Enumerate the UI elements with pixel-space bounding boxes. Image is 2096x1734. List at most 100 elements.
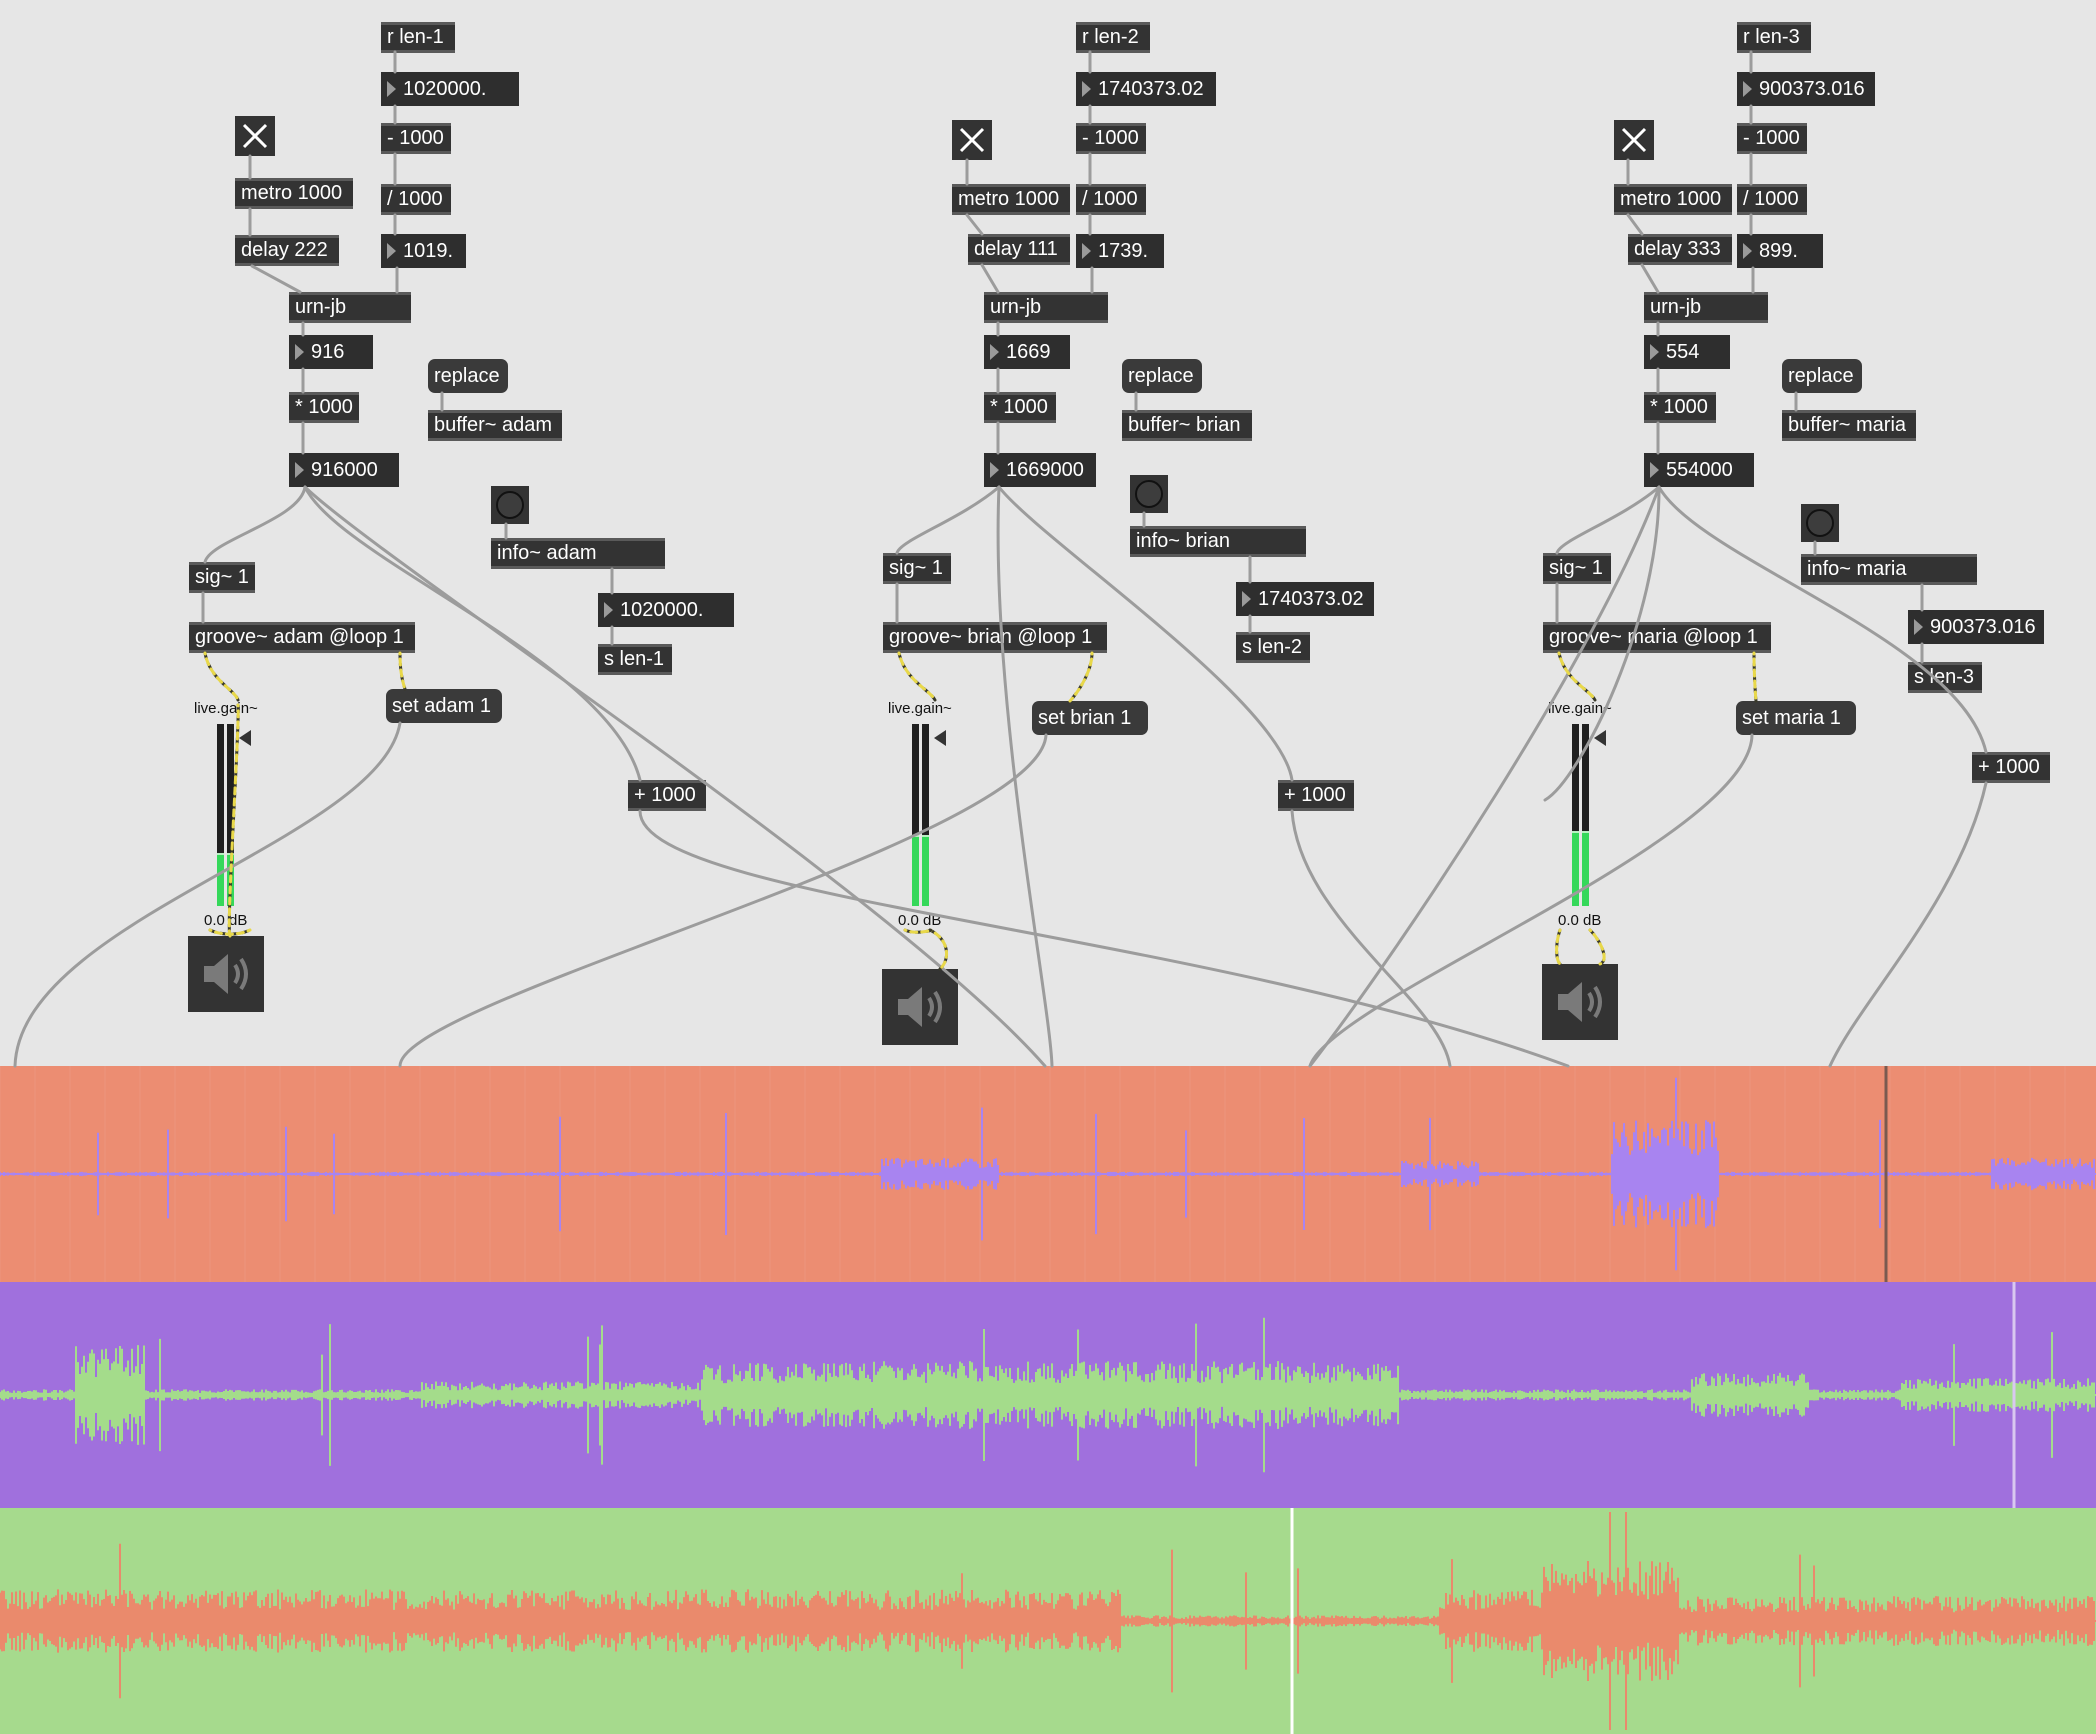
set-message-3[interactable]: set maria 1 [1736,701,1856,735]
replace-message-3[interactable]: replace [1782,359,1862,393]
position-number-2[interactable]: 1669000 [984,453,1096,487]
gain-slider-arrow-icon[interactable] [934,730,946,746]
info-number-1[interactable]: 1020000. [598,593,734,627]
close-x-icon [242,123,268,149]
meter-fill-right [227,855,234,906]
gain-db-label-1: 0.0 dB [204,912,248,929]
multiply-object-1[interactable]: * 1000 [289,392,359,423]
send-len-3[interactable]: s len-3 [1908,662,1982,693]
metro-object-2[interactable]: metro 1000 [952,184,1070,215]
speaker-button-2[interactable] [882,969,958,1045]
send-len-1[interactable]: s len-1 [598,644,672,675]
info-object-2[interactable]: info~ brian [1130,526,1306,557]
delay-object-1[interactable]: delay 222 [235,235,339,266]
number-arrow-icon [1743,243,1752,259]
gain-slider-arrow-icon[interactable] [239,730,251,746]
position-number-value: 916000 [311,459,378,481]
minus-object-1[interactable]: - 1000 [381,123,451,154]
sig-object-3[interactable]: sig~ 1 [1543,553,1611,584]
bang-circle-icon [1135,480,1163,508]
waveform-display-brian[interactable] [0,1282,2096,1508]
length-number-value: 900373.016 [1759,78,1865,100]
receive-len-3[interactable]: r len-3 [1737,22,1811,53]
urn-number-3[interactable]: 554 [1644,335,1730,369]
divided-number-1[interactable]: 1019. [381,234,466,268]
divided-number-3[interactable]: 899. [1737,234,1823,268]
groove-object-1[interactable]: groove~ adam @loop 1 [189,622,415,653]
speaker-button-3[interactable] [1542,964,1618,1040]
info-number-2[interactable]: 1740373.02 [1236,582,1374,616]
divided-number-2[interactable]: 1739. [1076,234,1164,268]
buffer-object-2[interactable]: buffer~ brian [1122,410,1252,441]
waveform-display-maria[interactable] [0,1508,2096,1734]
gain-meter-3[interactable] [1572,724,1592,906]
urn-number-1[interactable]: 916 [289,335,373,369]
info-number-3[interactable]: 900373.016 [1908,610,2044,644]
replace-message-2[interactable]: replace [1122,359,1202,393]
number-arrow-icon [1914,619,1923,635]
close-x-icon [1621,127,1647,153]
multiply-object-2[interactable]: * 1000 [984,392,1056,423]
send-len-2[interactable]: s len-2 [1236,632,1310,663]
number-arrow-icon [295,344,304,360]
plus-object-1[interactable]: + 1000 [628,780,706,811]
set-message-1[interactable]: set adam 1 [386,689,502,723]
gain-meter-2[interactable] [912,724,932,906]
urn-number-value: 1669 [1006,341,1051,363]
metro-object-1[interactable]: metro 1000 [235,178,353,209]
minus-object-3[interactable]: - 1000 [1737,123,1807,154]
buffer-object-1[interactable]: buffer~ adam [428,410,562,441]
plus-object-2[interactable]: + 1000 [1278,780,1354,811]
toggle-1[interactable] [235,116,275,156]
meter-fill-left [1572,833,1579,906]
urn-object-3[interactable]: urn-jb [1644,292,1768,323]
buffer-object-3[interactable]: buffer~ maria [1782,410,1916,441]
meter-fill-right [1582,833,1589,906]
bang-button-1[interactable] [491,486,529,524]
speaker-button-1[interactable] [188,936,264,1012]
divided-number-value: 1739. [1098,240,1149,262]
delay-object-3[interactable]: delay 333 [1628,234,1732,265]
urn-object-1[interactable]: urn-jb [289,292,411,323]
position-number-1[interactable]: 916000 [289,453,399,487]
info-object-1[interactable]: info~ adam [491,538,665,569]
number-arrow-icon [387,81,396,97]
replace-message-1[interactable]: replace [428,359,508,393]
info-object-3[interactable]: info~ maria [1801,554,1977,585]
minus-object-2[interactable]: - 1000 [1076,123,1146,154]
delay-object-2[interactable]: delay 111 [968,234,1070,265]
gain-label-1: live.gain~ [194,700,258,717]
gain-slider-arrow-icon[interactable] [1594,730,1606,746]
bang-button-2[interactable] [1130,475,1168,513]
divide-object-3[interactable]: / 1000 [1737,184,1807,215]
receive-len-2[interactable]: r len-2 [1076,22,1150,53]
set-message-2[interactable]: set brian 1 [1032,701,1148,735]
meter-tick [217,853,224,856]
urn-number-2[interactable]: 1669 [984,335,1070,369]
metro-object-3[interactable]: metro 1000 [1614,184,1732,215]
length-number-1[interactable]: 1020000. [381,72,519,106]
multiply-object-3[interactable]: * 1000 [1644,392,1716,423]
groove-object-2[interactable]: groove~ brian @loop 1 [883,622,1107,653]
length-number-3[interactable]: 900373.016 [1737,72,1875,106]
plus-object-3[interactable]: + 1000 [1972,752,2050,783]
toggle-2[interactable] [952,120,992,160]
bang-button-3[interactable] [1801,504,1839,542]
divide-object-1[interactable]: / 1000 [381,184,451,215]
length-number-2[interactable]: 1740373.02 [1076,72,1216,106]
waveform-display-adam[interactable] [0,1066,2096,1282]
meter-tick [1572,831,1579,834]
groove-object-3[interactable]: groove~ maria @loop 1 [1543,622,1771,653]
divide-object-2[interactable]: / 1000 [1076,184,1146,215]
sig-object-2[interactable]: sig~ 1 [883,553,951,584]
position-number-3[interactable]: 554000 [1644,453,1754,487]
position-number-value: 554000 [1666,459,1733,481]
sig-object-1[interactable]: sig~ 1 [189,562,255,593]
number-arrow-icon [604,602,613,618]
urn-object-2[interactable]: urn-jb [984,292,1108,323]
length-number-value: 1740373.02 [1098,78,1204,100]
toggle-3[interactable] [1614,120,1654,160]
gain-meter-1[interactable] [217,724,237,906]
receive-len-1[interactable]: r len-1 [381,22,455,53]
